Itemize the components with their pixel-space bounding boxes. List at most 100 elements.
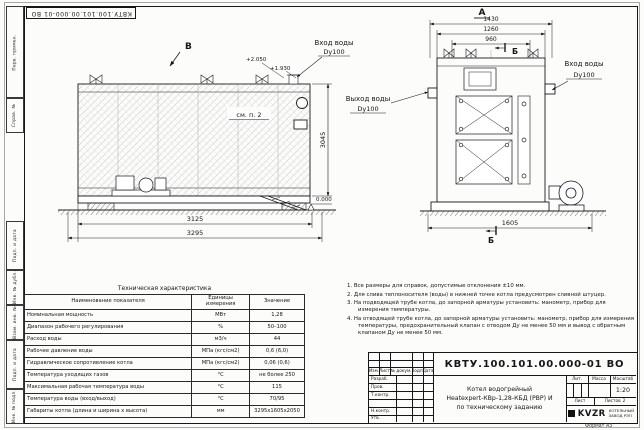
tb-role-utv: Утв. (371, 416, 381, 421)
tech-row-value: 0,06 (0,6) (249, 357, 305, 370)
tb-role-prov: Пров. (371, 384, 384, 390)
tb-scale-value: 1:20 (615, 386, 631, 394)
tb-col-data: Дата (423, 368, 433, 374)
tech-row-name: Габариты котла (длина и ширина х высота) (23, 405, 193, 418)
fan-unit (548, 180, 585, 212)
company-brand: KVZR (577, 408, 606, 419)
side-inlet-dn: Dy100 (323, 48, 344, 56)
outer-border (4, 2, 640, 428)
ladder (259, 195, 307, 211)
tech-row-name: Номинальная мощность (23, 309, 193, 322)
tech-row-units: °С (191, 369, 251, 382)
tech-row-value: 0,6 (6,0) (249, 345, 305, 358)
tech-row-units: м3/ч (191, 333, 251, 346)
tech-row-name: Температура воды (вход/выход) (23, 393, 193, 406)
note-item: 3. На подводящей трубе котла, до запорно… (347, 300, 606, 314)
tech-row-value: 50–100 (249, 321, 305, 334)
sight-glass-icon (296, 97, 308, 109)
tb-name-line3: по техническому заданию (456, 404, 543, 412)
tech-row-units: МПа (кгс/см2) (191, 345, 251, 358)
burner-unit (111, 175, 171, 197)
view-b-label: В (185, 42, 192, 52)
notes-list: 1. Все размеры для справок, допустимые о… (347, 283, 635, 338)
company-name-line2: ЗАВОД РЭП (608, 412, 632, 418)
side-inlet-label: Вход воды (314, 39, 353, 47)
tb-col-list: Лист (379, 368, 390, 374)
dim-3295: 3295 (187, 229, 204, 237)
tech-row-units: °С (191, 393, 251, 406)
tb-company: KVZR КОТЕЛЬНЫЙ ЗАВОД РЭП (566, 405, 636, 422)
outlet-leader (390, 91, 429, 104)
view-a-label: А (479, 8, 486, 18)
tb-col-podp: Подп. (412, 368, 423, 374)
tech-row-units: °С (191, 381, 251, 394)
front-dimensions (427, 20, 593, 232)
tech-row: Габариты котла (длина и ширина х высота)… (23, 405, 305, 418)
top-stamp: КВТУ.100.101.00.000-01 ВО (26, 7, 136, 19)
company-logo-icon (567, 410, 575, 417)
front-top-valve-icons (443, 48, 539, 58)
tech-row-units: % (191, 321, 251, 334)
company-name-line1: КОТЕЛЬНЫЙ (608, 407, 635, 413)
inlet-leader (296, 56, 323, 78)
tb-col-dokum: № докум. (390, 368, 412, 374)
tech-row-name: Расход воды (23, 333, 193, 346)
tech-row-value: 70/95 (249, 393, 305, 406)
margin-label-vzam-inv: Взам. инв. № (6, 305, 24, 340)
tb-col-izm: Изм. (369, 368, 379, 374)
tb-name-line1: Котел водогрейный (467, 385, 532, 393)
tb-lit-label: Лит. (572, 376, 582, 382)
tb-role-nkontr: Н.контр. (371, 408, 391, 414)
dim-960: 960 (485, 36, 497, 43)
tech-row-name: Гидравлическое сопротивление котла (23, 357, 193, 370)
tech-row: Диапазон рабочего регулирования%50–100 (23, 321, 305, 334)
margin-label-inv-dubl: Инв. № дубл. (6, 270, 24, 305)
boiler-doors (455, 67, 531, 185)
tb-name-line2: Heatexpert-КВр-1,28-КБД (РВР) И (446, 394, 553, 402)
tech-table-title: Техническая характеристика (117, 285, 212, 292)
tb-role-razrab: Разраб. (371, 376, 388, 382)
tb-sheets-value: 2 (622, 398, 626, 404)
tech-row-units: МВт (191, 309, 251, 322)
tech-row-units: МПа (кгс/см2) (191, 357, 251, 370)
tech-header-row: Наименование показателя Единицы измерени… (23, 294, 305, 310)
top-valve-icons (89, 74, 300, 85)
tech-table: Наименование показателя Единицы измерени… (23, 294, 305, 418)
drawing-frame (24, 6, 638, 424)
front-inlet-dn: Dy100 (573, 71, 594, 79)
note-item: 1. Все размеры для справок, допустимые о… (347, 283, 526, 289)
margin-label-perv-primen: Перв. примен. (6, 6, 24, 98)
front-base-frame (430, 201, 550, 212)
tech-row-name: Диапазон рабочего регулирования (23, 321, 193, 334)
tb-scale-label: Масштаб (612, 376, 634, 382)
tech-row-value: 1,28 (249, 309, 305, 322)
note-item: 4. На отводящей трубе котла, до запорной… (347, 315, 635, 336)
margin-label-inv-podl: Инв. № подл. (6, 389, 24, 424)
drawing-labels: В Вход воды Dy100 +2.050 +1.930 см. п. 2… (185, 8, 604, 245)
boiler-body-side (77, 83, 311, 197)
tech-col-value: Значение (249, 294, 305, 310)
tech-row-name: Максимальная рабочая температура воды (23, 381, 193, 394)
tech-row-name: Рабочее давление воды (23, 345, 193, 358)
see-note-label: см. п. 2 (236, 111, 261, 119)
section-b-top-label: Б (512, 47, 518, 56)
company-name: КОТЕЛЬНЫЙ ЗАВОД РЭП (608, 407, 635, 418)
front-view (350, 17, 606, 235)
tech-row-name: Температура уходящих газов (23, 369, 193, 382)
tech-row-value: 44 (249, 333, 305, 346)
level-top-label: +2.050 (246, 57, 267, 63)
outlet-pipe (427, 87, 438, 99)
zero-level-mark (307, 203, 315, 211)
front-inlet-label: Вход воды (564, 60, 603, 68)
tb-mass-label: Масса (592, 376, 606, 382)
outlet-label: Выход воды (346, 95, 391, 103)
